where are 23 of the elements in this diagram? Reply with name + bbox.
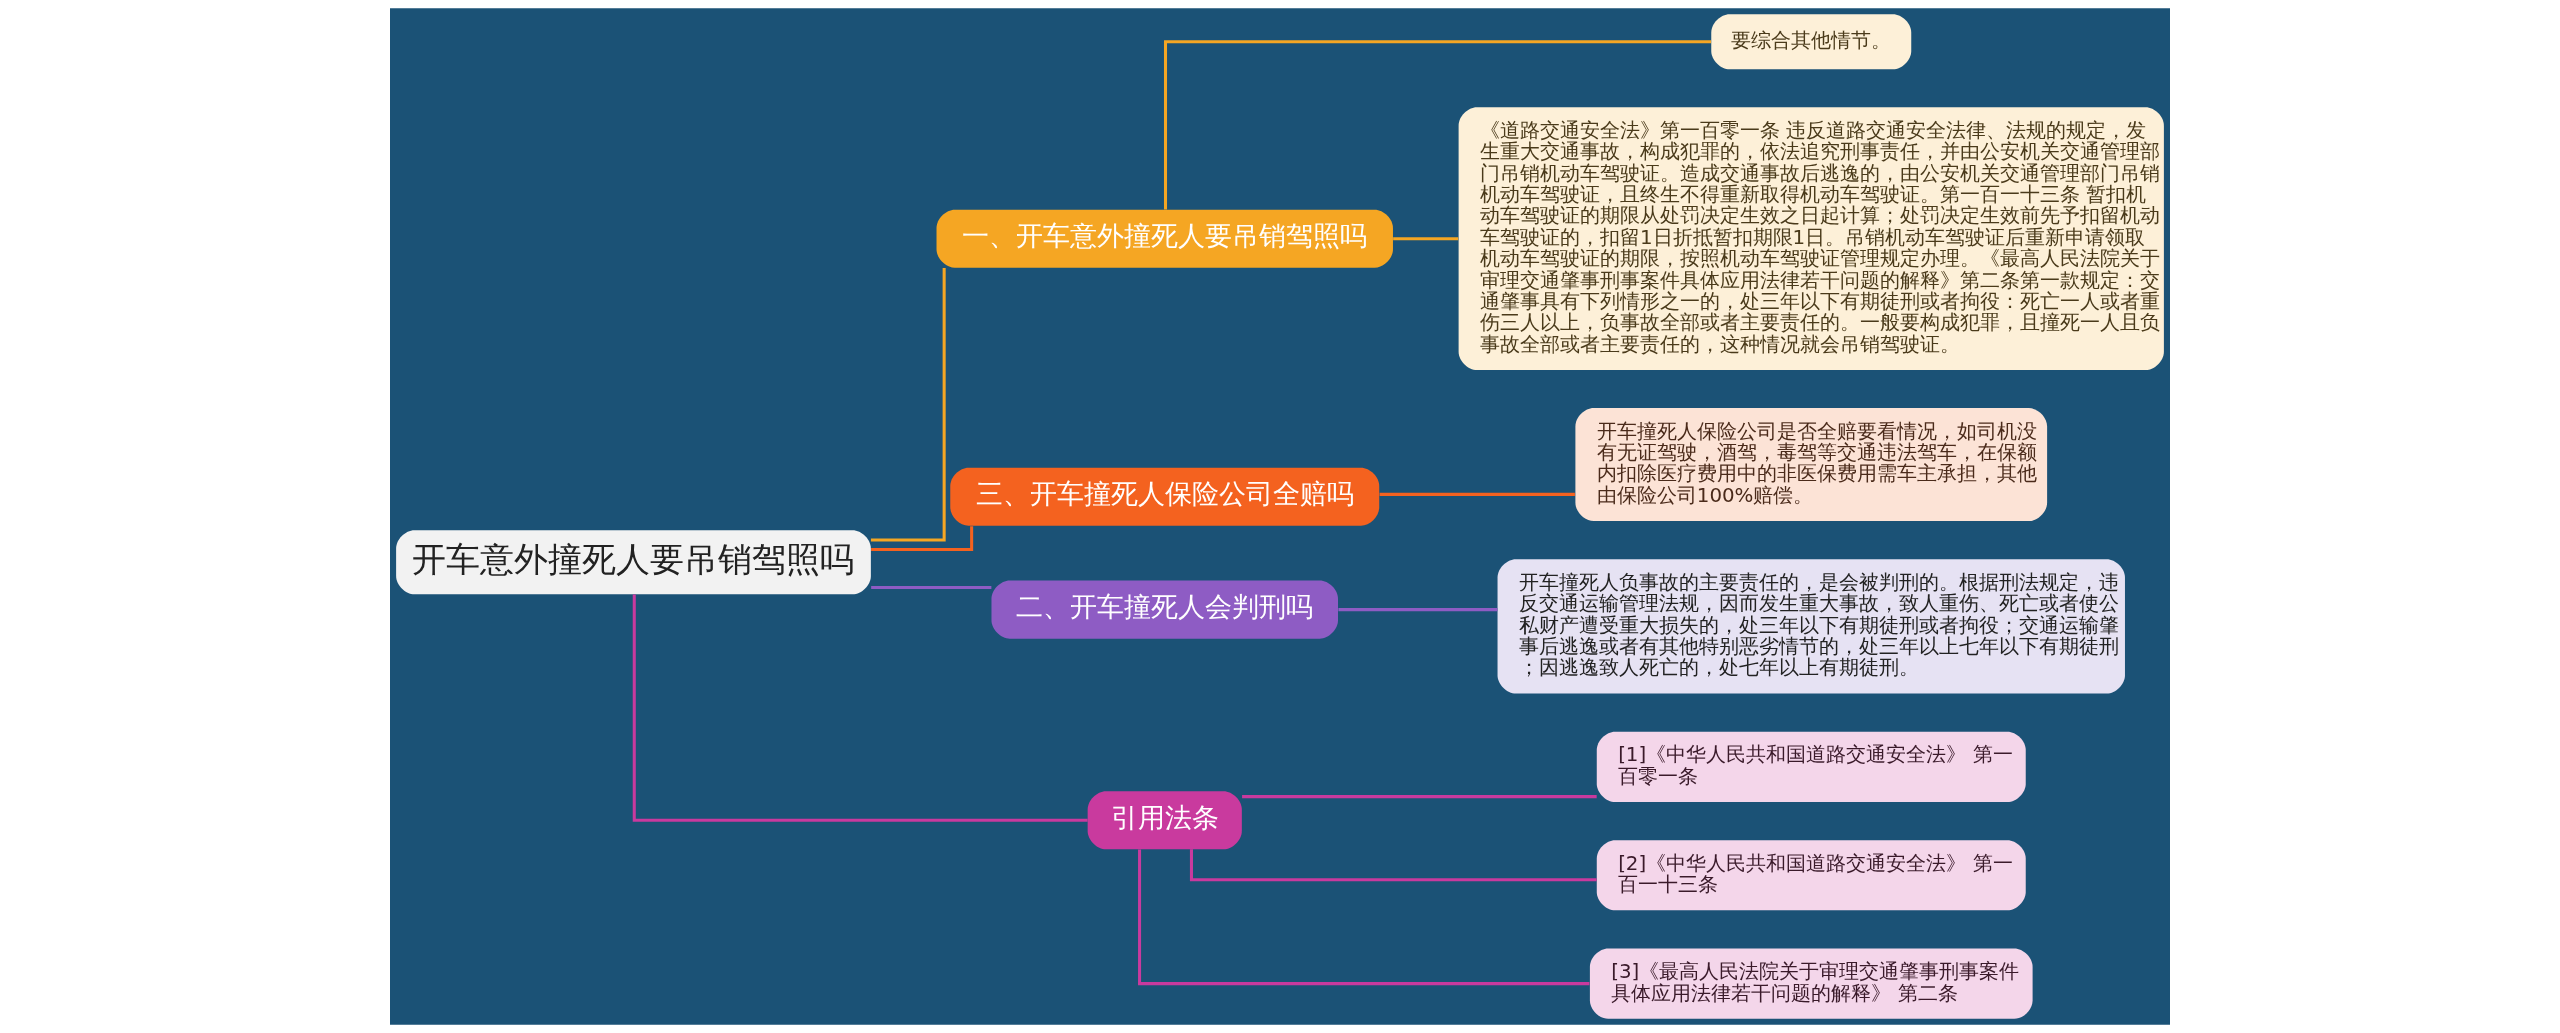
node-box: 一、开车意外撞死人要吊销驾照吗 (936, 209, 1393, 268)
node-box: 二、开车撞死人会判刑吗 (991, 580, 1338, 639)
connector (1164, 40, 1712, 210)
connector (870, 268, 946, 542)
connector (1393, 237, 1459, 241)
node-box: 要综合其他情节。 (1711, 14, 1912, 70)
node-box: [3]《最高人民法院关于审理交通肇事刑事案件具体应用法律若干问题的解释》 第二条 (1589, 948, 2033, 1019)
connector (1338, 608, 1498, 612)
connector (1189, 849, 1597, 882)
node-box: [2]《中华人民共和国道路交通安全法》 第一百一十三条 (1596, 840, 2026, 911)
connector (871, 526, 974, 552)
connector (871, 585, 992, 589)
connector (1242, 795, 1597, 799)
connector (1138, 849, 1590, 986)
node-box: 开车撞死人保险公司是否全赔要看情况，如司机没有无证驾驶，酒驾，毒驾等交通违法驾车，在保额内扣除医疗费用中的非医保费用需车主承担，其他由保险公司100%赔偿。 (1575, 408, 2048, 522)
connector (1379, 492, 1575, 496)
connector (632, 594, 1088, 822)
node-box: 开车意外撞死人要吊销驾照吗 (396, 530, 871, 595)
node-box: [1]《中华人民共和国道路交通安全法》 第一百零一条 (1596, 731, 2026, 802)
node-box: 引用法条 (1087, 791, 1242, 850)
node-box: 开车撞死人负事故的主要责任的，是会被判刑的。根据刑法规定，违反交通运输管理法规，因而发生重大事故，致人重伤、死亡或者使公私财产遭受重大损失的，处三年以下有期徒刑或者拘役；交通运输肇事后逃逸或者有其他特别恶劣情节的，处三年以上七年以下有期徒刑；因逃逸致人死亡的，处七年以上有期徒刑。 (1497, 559, 2125, 694)
node-box: 三、开车撞死人保险公司全赔吗 (950, 467, 1380, 526)
node-box: 《道路交通安全法》第一百零一条 违反道路交通安全法律、法规的规定，发生重大交通事故，构成犯罪的，依法追究刑事责任，并由公安机关交通管理部门吊销机动车驾驶证。造成交通事故后逃逸的，由公安机关交通管理部门吊销机动车驾驶证，且终生不得重新取得机动车驾驶证。第一百一十三条 暂扣机动车驾驶证的期限从处罚决定生效之日起计算；处罚决定生效前先予扣留机动车驾驶证的，扣留1日折抵暂扣期限1日。吊销机动车驾驶证后重新申请领取机动车驾驶证的期限，按照机动车驾驶证管理规定办理。《最高人民法院关于审理交通肇事刑事案件具体应用法律若干问题的解释》第二条第一款规定：交通肇事具有下列情形之一的，处三年以下有期徒刑或者拘役：死亡一人或者重伤三人以上，负事故全部或者主要责任的。一般要构成犯罪，且撞死一人且负事故全部或者主要责任的，这种情况就会吊销驾驶证。 (1458, 107, 2164, 370)
